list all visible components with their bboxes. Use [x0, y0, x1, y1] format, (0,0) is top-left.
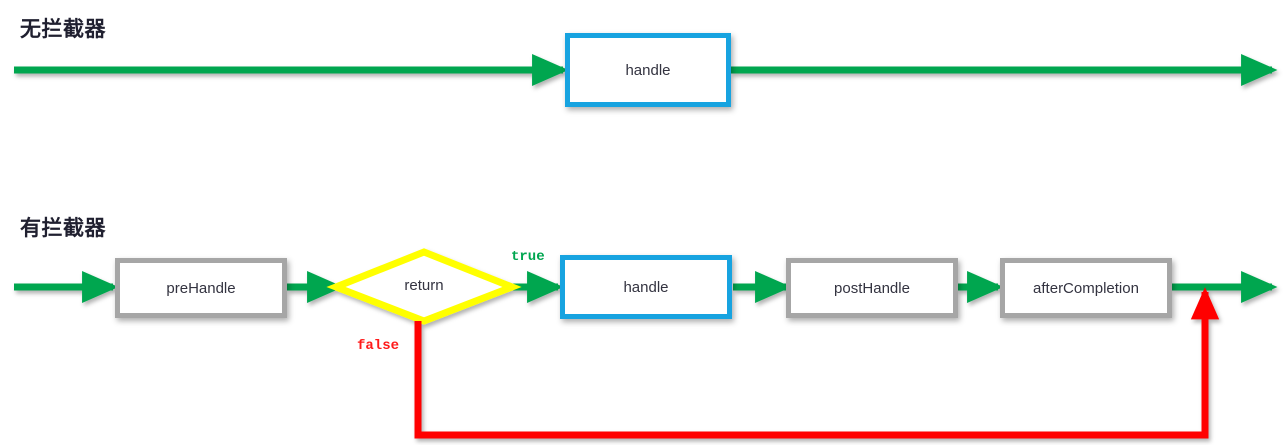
node-label: preHandle [166, 279, 236, 297]
edge-label-true: true [511, 249, 545, 265]
decision-diamond-return [326, 248, 522, 325]
section-title-no-interceptor: 无拦截器 [20, 18, 106, 41]
edge-return-false-loop [414, 287, 1220, 439]
node-label: afterCompletion [1033, 279, 1139, 297]
node-label: postHandle [834, 279, 910, 297]
node-handle-no-interceptor[interactable]: handle [565, 33, 731, 107]
node-posthandle[interactable]: postHandle [786, 258, 958, 318]
node-label: handle [625, 61, 671, 79]
node-prehandle[interactable]: preHandle [115, 258, 287, 318]
node-handle-with-interceptor[interactable]: handle [560, 255, 732, 319]
section-title-with-interceptor: 有拦截器 [20, 217, 106, 240]
node-aftercompletion[interactable]: afterCompletion [1000, 258, 1172, 318]
node-label-return: return [404, 277, 444, 294]
node-label: handle [623, 278, 669, 296]
edge-label-false: false [357, 338, 400, 354]
